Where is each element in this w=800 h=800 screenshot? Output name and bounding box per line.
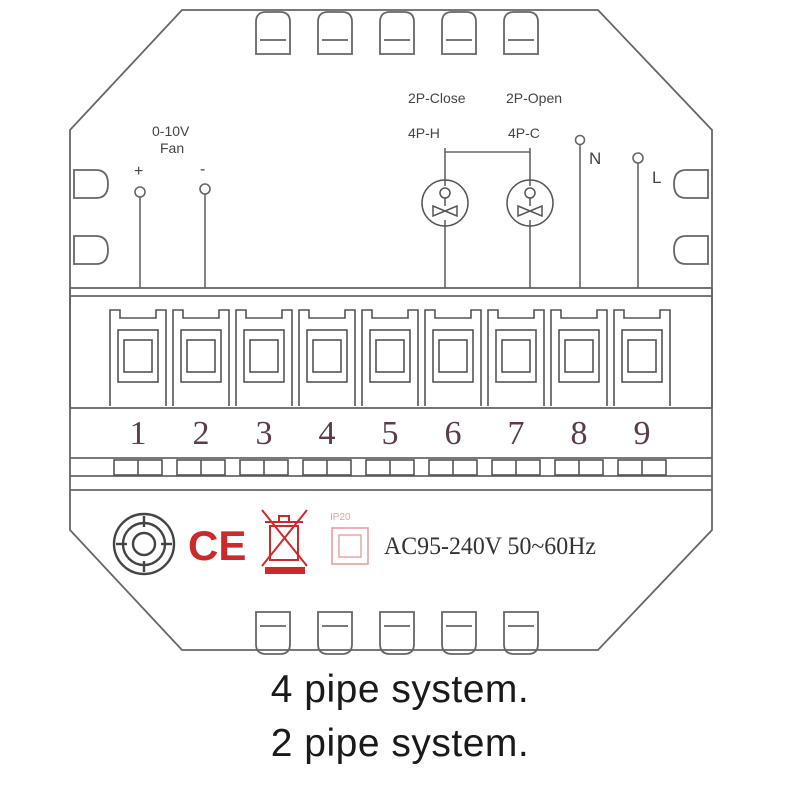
top-clips [255, 11, 539, 55]
terminal-number: 2 [193, 415, 210, 452]
terminal-row: 1 2 3 4 5 6 7 8 9 [109, 309, 671, 476]
ip-rating-mark: IP20 [330, 512, 369, 565]
valve-left-icon [421, 179, 469, 227]
terminal-4 [298, 309, 356, 476]
terminal-3 [235, 309, 293, 476]
fan-minus: - [200, 161, 205, 178]
valve-wiring [444, 134, 644, 288]
valve-left-label-4p: 4P-H [408, 125, 440, 141]
terminal-number: 6 [445, 415, 462, 452]
terminal-number: 1 [130, 415, 147, 452]
terminal-5 [361, 309, 419, 476]
terminal-block [69, 287, 713, 409]
side-clips [73, 169, 709, 265]
terminal-number: 5 [382, 415, 399, 452]
terminal-9 [613, 309, 671, 476]
ip-rating-label: IP20 [330, 512, 351, 523]
valve-right-label-4p: 4P-C [508, 125, 540, 141]
terminal-2 [172, 309, 230, 476]
terminal-7 [487, 309, 545, 476]
caption-2-pipe: 2 pipe system. [270, 722, 530, 765]
valve-right-label-2p: 2P-Open [506, 90, 562, 106]
terminal-number: 4 [319, 415, 336, 452]
weee-bin-icon [261, 509, 308, 574]
terminal-1 [109, 309, 167, 476]
fan-label-top: 0-10V [152, 123, 190, 139]
ce-mark: CE [188, 522, 246, 569]
fan-plus: + [134, 163, 143, 180]
voltage-rating: AC95-240V 50~60Hz [384, 533, 596, 560]
terminal-number: 8 [571, 415, 588, 452]
fan-label-bottom: Fan [160, 140, 184, 156]
power-live-label: L [652, 168, 661, 187]
power-neutral-label: N [589, 149, 601, 168]
housing-outline [69, 9, 713, 651]
terminal-number: 7 [508, 415, 525, 452]
terminal-number: 9 [634, 415, 651, 452]
terminal-number: 3 [256, 415, 273, 452]
bottom-clips [255, 611, 539, 655]
rotary-knob-icon [112, 512, 176, 576]
caption-4-pipe: 4 pipe system. [270, 668, 530, 711]
fan-wiring [134, 183, 211, 288]
terminal-6 [424, 309, 482, 476]
terminal-8 [550, 309, 608, 476]
valve-right-icon [506, 179, 554, 227]
valve-left-label-2p: 2P-Close [408, 90, 466, 106]
